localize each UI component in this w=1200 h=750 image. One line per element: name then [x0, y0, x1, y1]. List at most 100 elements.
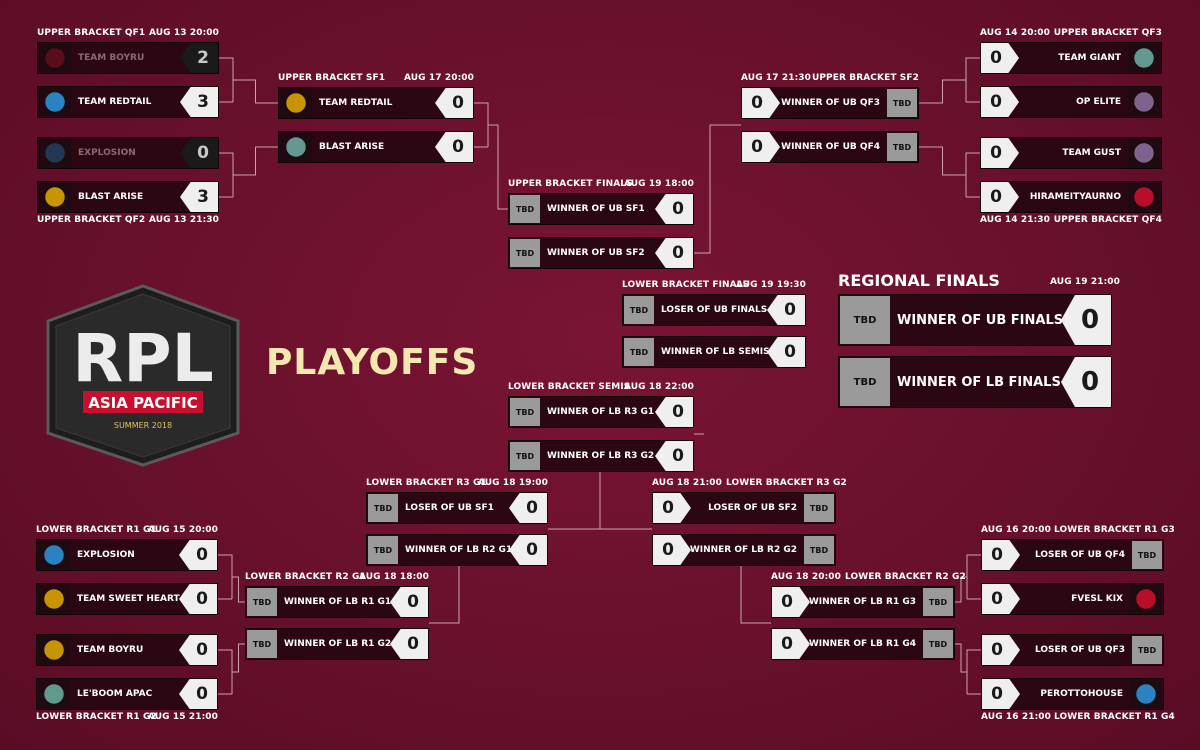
team-name: WINNER OF UB QF3 — [781, 98, 880, 108]
match-label: UPPER BRACKET QF3 — [1053, 28, 1162, 38]
team-emblem-icon — [45, 48, 65, 68]
match-label: LOWER BRACKET R2 G1 — [245, 572, 366, 582]
team-emblem-icon — [1136, 589, 1156, 609]
tbd-badge: TBD — [840, 296, 890, 344]
team-logo-icon — [38, 636, 70, 664]
match-time: AUG 16 20:00 — [981, 525, 1052, 535]
team-logo-icon — [39, 88, 71, 116]
bracket-connector — [474, 102, 508, 210]
team-slot[interactable]: TEAM GIANT 0 — [980, 42, 1162, 74]
team-name: OP ELITE — [1076, 97, 1121, 107]
team-score: 0 — [742, 88, 780, 118]
match-time: AUG 17 20:00 — [403, 73, 474, 83]
playoffs-title: PLAYOFFS — [266, 342, 479, 383]
bracket-connector — [919, 57, 980, 104]
team-name: LOSER OF UB SF2 — [708, 503, 797, 513]
team-emblem-icon — [45, 187, 65, 207]
team-score: 0 — [655, 441, 693, 471]
team-logo-icon — [39, 44, 71, 72]
team-score: 0 — [982, 540, 1020, 570]
match-time: AUG 18 22:00 — [623, 382, 694, 392]
team-emblem-icon — [1134, 143, 1154, 163]
bracket-connector — [218, 554, 245, 603]
team-logo-icon — [1130, 680, 1162, 708]
team-score: 0 — [179, 540, 217, 570]
bracket-connector — [955, 643, 981, 695]
team-emblem-icon — [1134, 48, 1154, 68]
rpl-logo-text: RPL — [72, 320, 213, 397]
team-score: 0 — [981, 182, 1019, 212]
team-logo-icon — [39, 183, 71, 211]
rpl-logo: RPL ASIA PACIFIC SUMMER 2018 — [46, 284, 240, 467]
match-time: AUG 19 18:00 — [623, 179, 694, 189]
team-score: 0 — [509, 493, 547, 523]
team-name: LOSER OF UB FINALS — [661, 305, 768, 315]
team-name: WINNER OF LB R1 G2 — [284, 639, 392, 649]
team-logo-icon — [280, 133, 312, 161]
team-score: 0 — [767, 337, 805, 367]
match-label: LOWER BRACKET R1 G2 — [36, 712, 157, 722]
team-logo-icon — [38, 541, 70, 569]
match-time: AUG 19 19:30 — [735, 280, 806, 290]
team-logo-icon — [280, 89, 312, 117]
tbd-badge: TBD — [887, 89, 917, 117]
team-emblem-icon — [44, 684, 64, 704]
regional-finals-title: REGIONAL FINALS — [838, 271, 1000, 290]
team-score: 3 — [180, 182, 218, 212]
team-logo-icon — [1130, 585, 1162, 613]
team-score: 0 — [982, 679, 1020, 709]
bracket-connector — [219, 57, 278, 104]
match-label: UPPER BRACKET SF2 — [811, 73, 919, 83]
team-name: LOSER OF UB SF1 — [405, 503, 494, 513]
tbd-badge: TBD — [624, 338, 654, 366]
bracket-connector — [919, 146, 980, 198]
team-score: 0 — [179, 635, 217, 665]
tbd-badge: TBD — [624, 296, 654, 324]
match-label: UPPER BRACKET QF4 — [1053, 215, 1162, 225]
team-name: TEAM GIANT — [1058, 53, 1121, 63]
team-emblem-icon — [286, 137, 306, 157]
team-logo-icon — [38, 585, 70, 613]
team-name: LOSER OF UB QF4 — [1034, 550, 1125, 560]
team-score: 0 — [981, 43, 1019, 73]
team-name: WINNER OF UB SF1 — [547, 204, 645, 214]
regional-finals-time: AUG 19 21:00 — [1050, 277, 1121, 287]
tbd-badge: TBD — [923, 588, 953, 616]
